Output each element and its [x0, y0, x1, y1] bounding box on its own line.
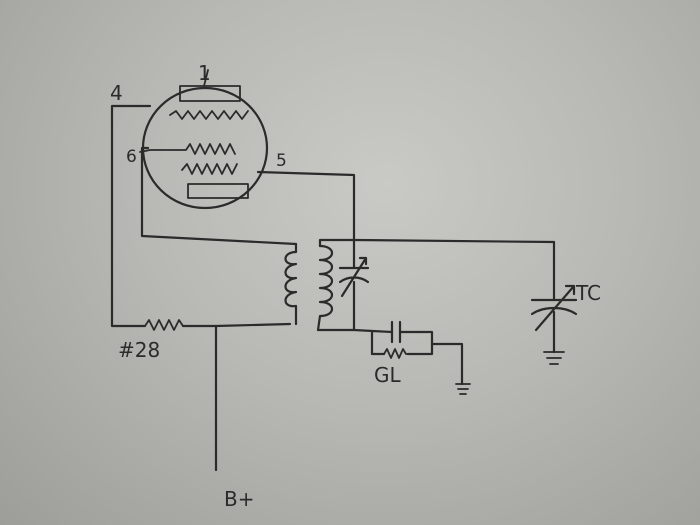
ground-symbol-tc — [543, 351, 565, 365]
wire-gl-to-ground — [430, 342, 464, 386]
label-pin-4: 4 — [110, 81, 123, 105]
grid-leak-resistor — [383, 348, 409, 359]
label-tuning-cap: TC — [575, 281, 601, 305]
grid-leak-network — [352, 320, 434, 356]
wire-resistor-to-coil — [181, 322, 292, 328]
tube-grid-lower — [139, 143, 236, 155]
label-pin-top: 1 — [198, 61, 211, 85]
coil-right — [316, 244, 334, 332]
tuning-capacitor — [530, 284, 578, 354]
plate-lead — [203, 69, 209, 87]
tube-grid-upper — [169, 110, 249, 120]
tube-plate — [179, 85, 241, 102]
tube-cathode — [187, 183, 249, 199]
ground-symbol-gl — [455, 383, 471, 395]
label-grid-leak: GL — [374, 363, 401, 387]
label-bplus: B+ — [224, 487, 254, 511]
label-pin-6: 6 — [126, 147, 137, 167]
label-pin-5: 5 — [276, 151, 287, 171]
small-variable-capacitor — [338, 256, 370, 332]
coil-left — [284, 242, 298, 326]
wire-pin6 — [140, 146, 298, 246]
wire-pin4 — [110, 104, 152, 328]
resistor-28 — [144, 319, 184, 331]
wire-coil-top — [318, 238, 556, 292]
label-resistor-28: #28 — [118, 338, 160, 362]
tube-filament — [181, 163, 238, 175]
wire-pin5 — [256, 170, 356, 264]
